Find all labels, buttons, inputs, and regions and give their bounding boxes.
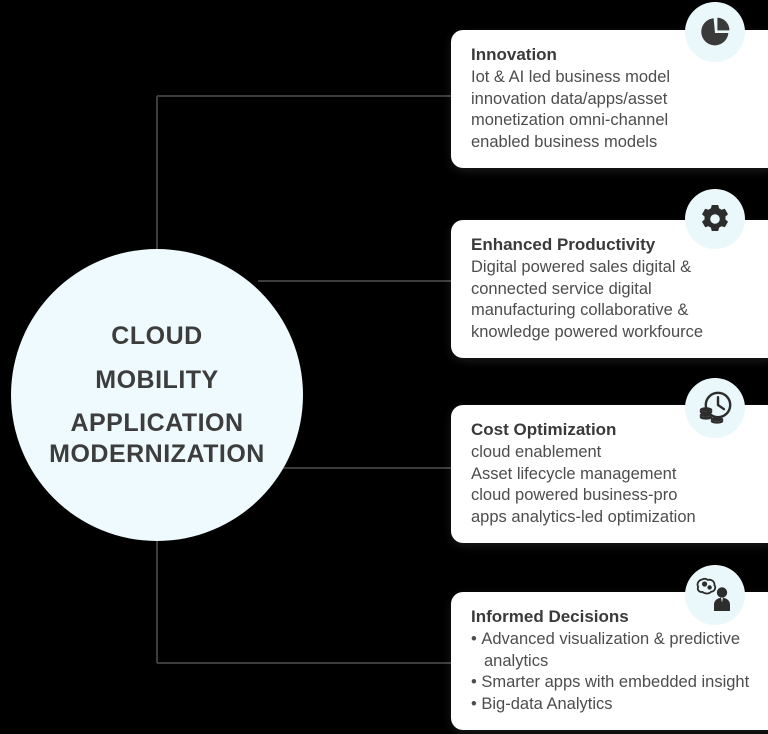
list-item: Smarter apps with embedded insight: [471, 672, 763, 694]
list-item: Advanced visualization & predictive anal…: [471, 629, 763, 673]
card-title-cost: Cost Optimization: [471, 420, 617, 439]
person-thought-gears-icon: [685, 565, 745, 625]
card-title-innovation: Innovation: [471, 45, 557, 64]
hub-line-4: MODERNIZATION: [49, 439, 265, 468]
card-cost[interactable]: Cost Optimization cloud enablement Asset…: [451, 405, 768, 543]
card-body-cost: cloud enablement Asset lifecycle managem…: [471, 442, 696, 527]
card-body-productivity: Digital powered sales digital & connecte…: [471, 257, 704, 342]
clock-coins-icon: [685, 378, 745, 438]
central-hub: CLOUD MOBILITY APPLICATION MODERNIZATION: [11, 249, 303, 541]
card-bullets-decisions: Advanced visualization & predictive anal…: [471, 629, 763, 716]
card-innovation[interactable]: Innovation Iot & AI led business model i…: [451, 30, 768, 168]
hub-line-1: CLOUD: [111, 322, 203, 350]
pie-chart-icon: [685, 2, 745, 62]
card-title-productivity: Enhanced Productivity: [471, 235, 656, 254]
list-item: Big-data Analytics: [471, 694, 763, 716]
card-title-decisions: Informed Decisions: [471, 607, 629, 626]
gear-icon: [685, 189, 745, 249]
hub-line-3: APPLICATION: [70, 409, 244, 437]
card-body-innovation: Iot & AI led business model innovation d…: [471, 67, 671, 152]
hub-line-2: MOBILITY: [95, 365, 219, 394]
